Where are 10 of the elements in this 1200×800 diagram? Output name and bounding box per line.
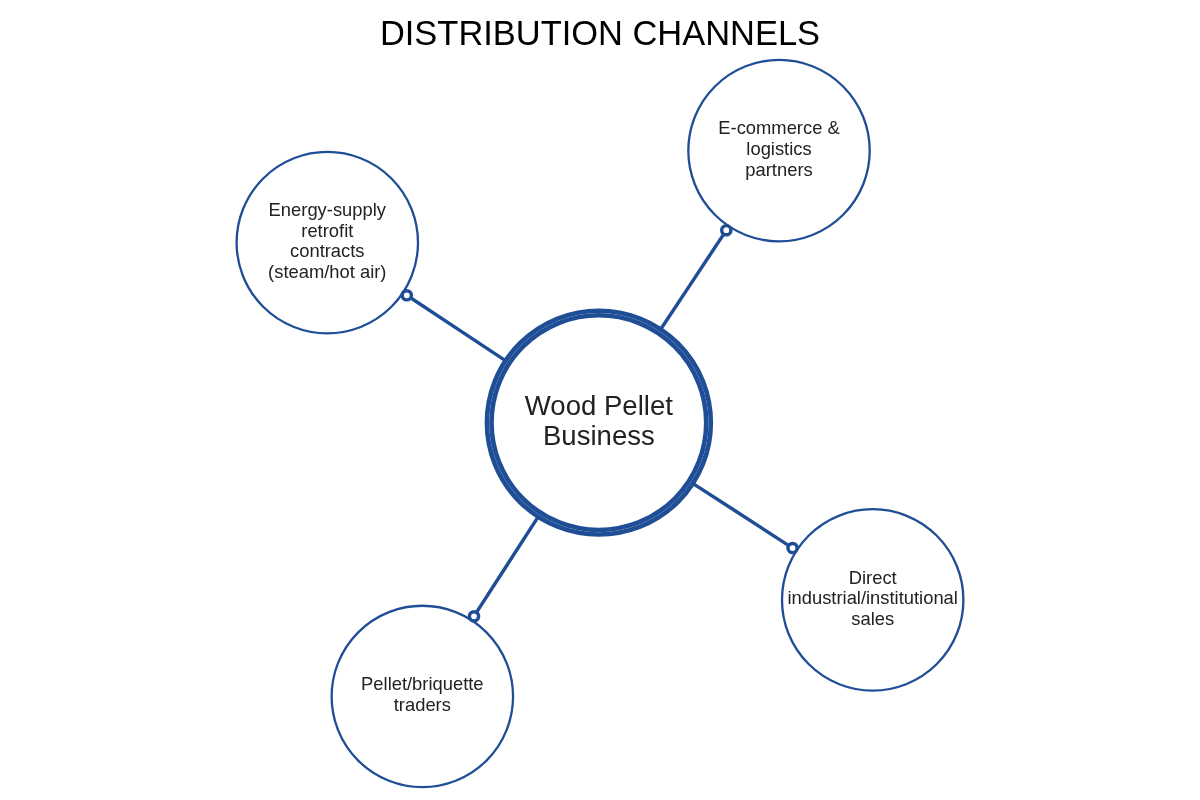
node-circle: E-commerce & logistics partners	[687, 58, 871, 243]
connector	[400, 289, 507, 363]
node-circle: Energy-supply retrofit contracts (steam/hot air)	[235, 150, 420, 335]
node-circle: Wood Pellet Business	[484, 308, 714, 537]
connector	[692, 482, 799, 555]
node-circle: Direct industrial/institutional sales	[780, 508, 965, 692]
diagram-title: DISTRIBUTION CHANNELS	[379, 13, 821, 52]
connector	[467, 515, 540, 623]
node-circle: Pellet/briquette traders	[330, 604, 515, 789]
connector	[659, 223, 733, 330]
